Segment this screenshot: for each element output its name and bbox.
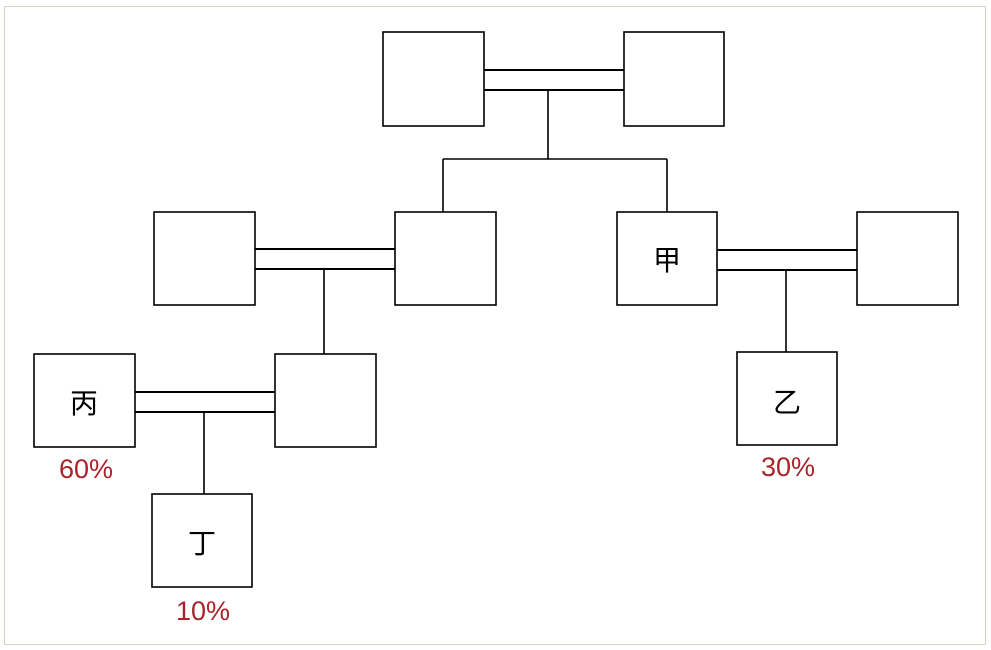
person-box-bing-spouse xyxy=(274,353,377,448)
person-box-bing xyxy=(33,353,136,448)
label-bing: 丙 xyxy=(70,387,98,420)
person-box-jia xyxy=(616,211,718,306)
person-box-ding xyxy=(151,493,253,588)
person-box-mid-left-spouse xyxy=(153,211,256,306)
person-box-mid-left xyxy=(394,211,497,306)
person-box-top-left xyxy=(382,31,485,127)
label-jia: 甲 xyxy=(653,244,681,277)
person-box-top-right xyxy=(623,31,725,127)
share-ding: 10% xyxy=(176,596,230,626)
label-ding: 丁 xyxy=(188,527,216,560)
person-box-jia-spouse xyxy=(856,211,959,306)
share-yi: 30% xyxy=(761,452,815,482)
person-box-yi xyxy=(736,351,838,446)
label-yi: 乙 xyxy=(773,386,801,419)
share-bing: 60% xyxy=(59,454,113,484)
